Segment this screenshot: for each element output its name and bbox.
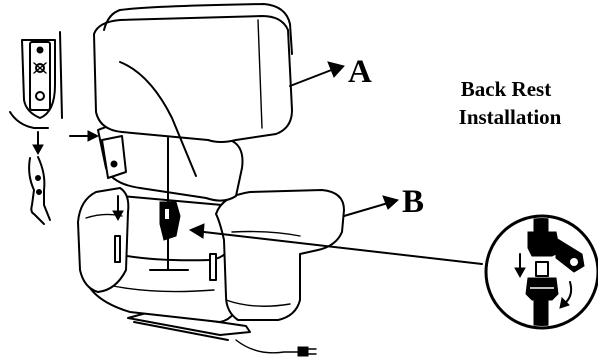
connector-zoom-detail bbox=[484, 214, 598, 330]
left-seat-bracket bbox=[114, 235, 121, 263]
zoom-tab-hole bbox=[570, 258, 578, 266]
right-seat-bracket bbox=[209, 253, 217, 281]
zoom-contents bbox=[514, 218, 585, 326]
lower-bracket-hole-1 bbox=[35, 175, 41, 181]
back-rest-top bbox=[119, 3, 293, 55]
zoom-leader-arrow bbox=[188, 223, 205, 239]
bracket-base-curve bbox=[9, 111, 49, 129]
back-rest-seam bbox=[257, 19, 263, 129]
lower-bracket-outline bbox=[28, 157, 45, 225]
label-a-group: A bbox=[289, 54, 372, 90]
back-strap bbox=[119, 61, 197, 177]
lower-bracket-hole-2 bbox=[36, 189, 42, 195]
title-line-2: Installation bbox=[459, 105, 562, 129]
bracket-rod bbox=[59, 31, 63, 119]
right-arm-seam bbox=[231, 230, 301, 237]
label-b-arrow-line bbox=[343, 202, 389, 217]
power-cord bbox=[235, 339, 301, 354]
plug-prongs bbox=[307, 348, 317, 355]
zoom-lower-housing bbox=[525, 277, 559, 301]
insert-arrow bbox=[69, 130, 100, 142]
diagram-title: Back Rest Installation bbox=[459, 77, 562, 129]
label-a-arrow-line bbox=[289, 68, 335, 87]
base-rail bbox=[133, 321, 229, 341]
bracket-detail bbox=[9, 31, 63, 225]
label-b: B bbox=[402, 184, 424, 220]
lower-bracket-inner bbox=[37, 156, 51, 221]
label-a: A bbox=[348, 54, 372, 90]
bracket-hole-bottom bbox=[35, 91, 45, 101]
power-plug bbox=[297, 346, 309, 357]
zoom-leader-line bbox=[203, 231, 483, 265]
insert-arrow-head bbox=[87, 130, 100, 142]
zoom-curved-arrow-head bbox=[559, 296, 570, 309]
label-b-group: B bbox=[343, 184, 424, 220]
zoom-down-arrow-head bbox=[514, 267, 526, 279]
bracket-outline bbox=[21, 39, 56, 119]
bracket-plate bbox=[29, 41, 51, 111]
lift-chair bbox=[77, 3, 483, 357]
back-rest bbox=[93, 15, 293, 143]
back-side-bracket bbox=[101, 135, 127, 179]
down-arrow-head bbox=[32, 144, 44, 156]
label-b-arrow-head bbox=[382, 195, 400, 210]
left-arm-arrow-head bbox=[112, 210, 124, 222]
zoom-lower-rod bbox=[533, 297, 549, 326]
back-bracket-bolt bbox=[110, 160, 118, 168]
connector-window bbox=[163, 207, 171, 221]
bracket-hole-top bbox=[36, 46, 44, 54]
title-line-1: Back Rest bbox=[461, 77, 551, 101]
zoom-pin bbox=[535, 261, 549, 277]
label-a-arrow-head bbox=[327, 61, 345, 78]
back-rest-top-left bbox=[103, 9, 121, 31]
right-arm-bottom bbox=[225, 299, 291, 307]
zoom-upper-housing bbox=[527, 231, 561, 257]
right-armrest bbox=[215, 189, 345, 321]
bracket-cross bbox=[33, 62, 47, 74]
